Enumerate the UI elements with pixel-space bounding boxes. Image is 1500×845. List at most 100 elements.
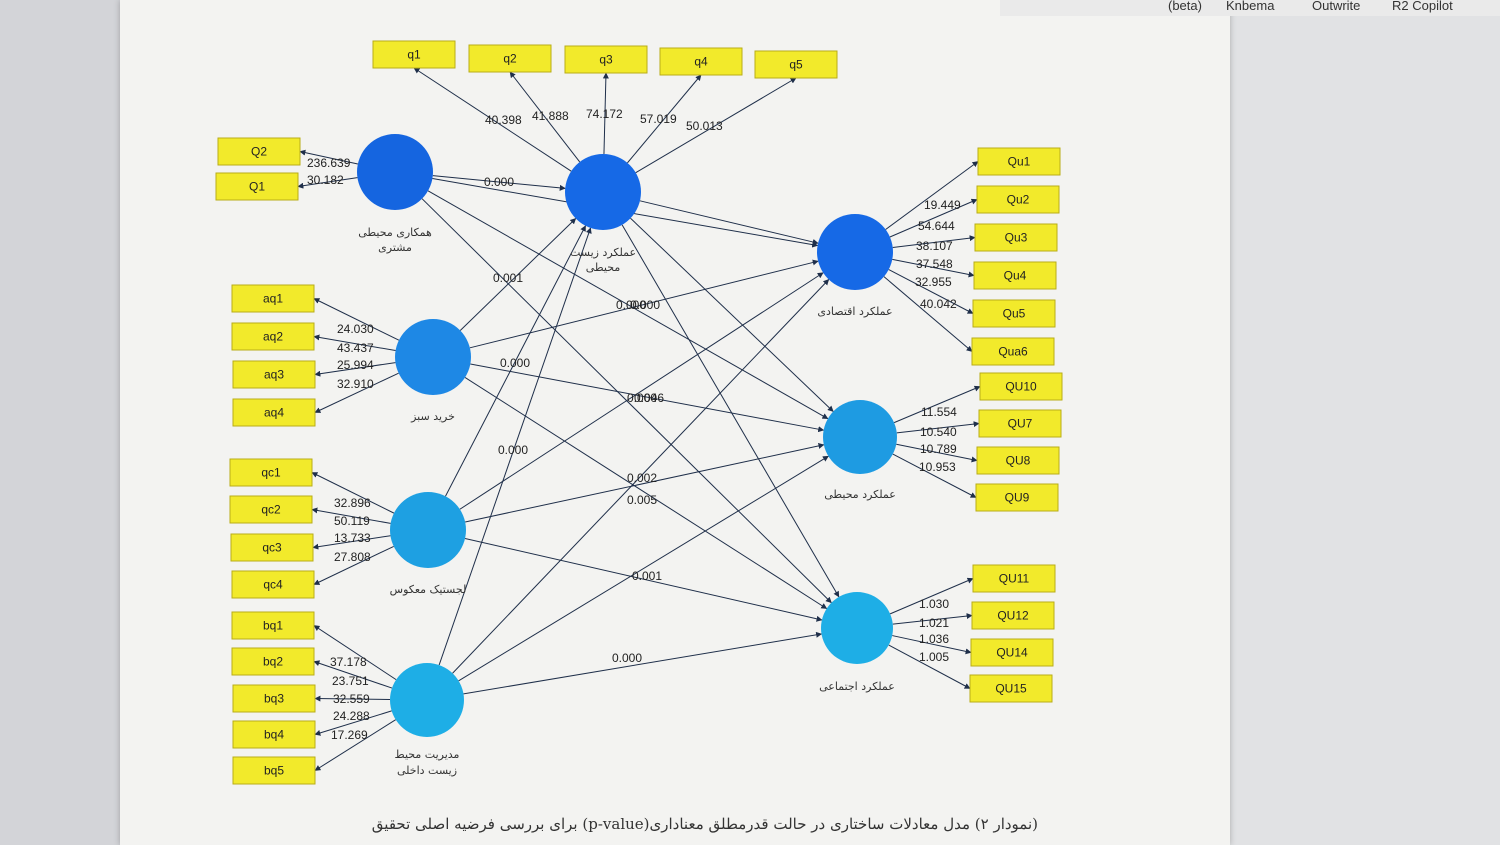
indicator-box: QU11: [972, 564, 1056, 593]
loading-edge: [892, 235, 976, 248]
loading-value: 30.182: [307, 173, 344, 187]
indicator-label: bq1: [263, 619, 283, 633]
loading-value: 32.910: [337, 377, 374, 391]
indicator-box-bg: [229, 495, 313, 524]
loading-edge: [297, 177, 358, 189]
path-edge: [470, 363, 825, 433]
loading-edge: [313, 660, 393, 689]
indicator-box: aq4: [232, 398, 316, 427]
indicator-box-bg: [972, 299, 1056, 328]
indicator-label: bq3: [264, 692, 284, 706]
indicator-label: QU15: [995, 682, 1027, 696]
path-edge: [445, 225, 586, 497]
indicator-box: Qu5: [972, 299, 1056, 328]
indicator-label: QU9: [1005, 491, 1030, 505]
indicator-box-bg: [977, 147, 1061, 176]
path-edge: [621, 224, 840, 598]
construct-label: عملکرد اقتصادی: [817, 305, 892, 318]
path-edge: [459, 272, 824, 510]
loading-edge: [314, 362, 396, 377]
construct-circle: [390, 492, 466, 568]
indicator-box: q2: [468, 44, 552, 73]
desktop-background: [1230, 0, 1500, 845]
indicator-label: QU10: [1005, 380, 1037, 394]
construct-circle: [817, 214, 893, 290]
loading-edge: [896, 443, 978, 463]
loading-value: 50.013: [686, 119, 723, 133]
indicator-box: QU12: [971, 601, 1055, 630]
loading-value: 1.030: [919, 597, 949, 611]
loading-value: 19.449: [924, 198, 961, 212]
path-value: 0.000: [500, 356, 530, 370]
toolbar-item-knbema[interactable]: Knbema: [1226, 0, 1275, 13]
indicator-box: Qua6: [971, 337, 1055, 366]
loading-edge: [892, 453, 977, 498]
figure-caption: (نمودار ۲) مدل معادلات ساختاری در حالت ق…: [371, 815, 1038, 833]
indicator-box-bg: [229, 458, 313, 487]
construct-label: عملکرد محیطی: [824, 488, 896, 501]
construct-label: خرید سبز: [410, 410, 455, 423]
construct-label-line: محیطی: [586, 261, 621, 274]
loading-value: 236.639: [307, 156, 351, 170]
indicator-label: Qu2: [1007, 193, 1030, 207]
indicator-box-bg: [976, 185, 1060, 214]
loading-edge: [602, 72, 609, 155]
indicator-box: QU9: [975, 483, 1059, 512]
loading-value: 41.888: [532, 109, 569, 123]
construct-circle: [821, 592, 893, 664]
indicator-label: bq4: [264, 728, 284, 742]
indicator-label: Q2: [251, 145, 267, 159]
indicator-box: Q2: [217, 137, 301, 166]
indicator-label: qc4: [263, 578, 283, 592]
loading-value: 38.107: [916, 239, 953, 253]
loading-value: 40.398: [485, 113, 522, 127]
loading-edge: [313, 545, 394, 585]
indicator-box: bq1: [231, 611, 315, 640]
toolbar-item-outwrite[interactable]: Outwrite: [1312, 0, 1361, 13]
indicator-box: qc1: [229, 458, 313, 487]
loading-value: 32.559: [333, 692, 370, 706]
indicator-box-bg: [564, 45, 648, 74]
loading-value: 24.030: [337, 322, 374, 336]
loading-edge: [299, 149, 358, 165]
loading-edge: [889, 198, 978, 238]
loading-value: 50.119: [334, 514, 370, 528]
construct-label-line: عملکرد اجتماعی: [819, 680, 895, 693]
indicator-box-bg: [970, 638, 1054, 667]
construct-label: لجستیک معکوس: [390, 583, 467, 596]
indicator-label: q5: [789, 58, 803, 72]
indicator-label: QU14: [996, 646, 1028, 660]
indicator-label: q4: [694, 55, 708, 69]
loading-edge: [892, 258, 975, 278]
construct-label-line: عملکرد اقتصادی: [817, 305, 892, 318]
path-value: 0.000: [630, 298, 660, 312]
loading-edge: [888, 269, 974, 314]
indicator-label: QU11: [999, 572, 1030, 586]
indicator-label: q1: [407, 48, 421, 62]
indicator-label: Qu3: [1005, 231, 1028, 245]
indicator-box-bg: [972, 564, 1056, 593]
toolbar-item[interactable]: (beta): [1168, 0, 1202, 13]
indicator-box-bg: [231, 647, 315, 676]
loading-edge: [892, 613, 973, 625]
path-edge: [630, 217, 834, 412]
path-value: 0.005: [627, 493, 657, 507]
indicator-box-bg: [754, 50, 838, 79]
loading-edge: [313, 334, 396, 352]
construct-label-line: مشتری: [378, 241, 412, 254]
loading-value: 23.751: [332, 674, 369, 688]
loading-value: 37.548: [916, 257, 953, 271]
indicator-label: Qu5: [1003, 307, 1026, 321]
toolbar-item-r2-copilot[interactable]: R2 Copilot: [1392, 0, 1453, 13]
construct-label-line: زیست داخلی: [397, 764, 457, 777]
loading-edge: [314, 695, 391, 702]
indicator-label: q2: [503, 52, 517, 66]
indicator-box-bg: [232, 756, 316, 785]
construct-circle: [395, 319, 471, 395]
loading-value: 11.554: [921, 405, 957, 419]
path-edge: [639, 200, 819, 245]
indicator-box-bg: [468, 44, 552, 73]
